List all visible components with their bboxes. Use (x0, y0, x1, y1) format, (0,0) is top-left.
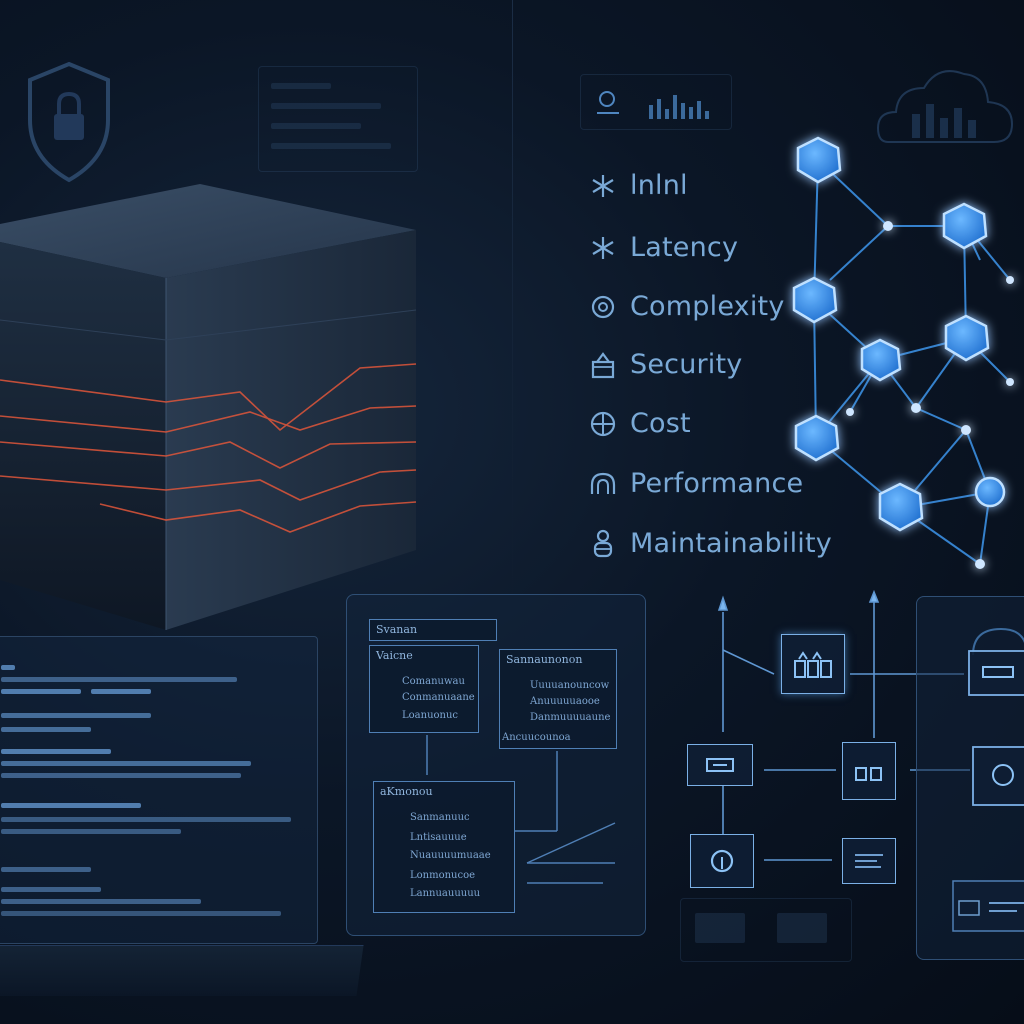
asterisk-icon (588, 171, 618, 201)
schema-connectors (426, 735, 616, 884)
metric-latency: Latency (588, 232, 738, 263)
mini-chart-icon (597, 91, 709, 119)
schema-box-subtitle: Vaicne (376, 649, 413, 662)
lock-icon (588, 350, 618, 380)
metric-label: Complexity (630, 291, 785, 322)
schema-diagram-panel: Svanan Vaicne Comanuwau Conmanuaane Loan… (346, 594, 646, 936)
schema-field: Lannuauuuuu (410, 888, 481, 899)
schema-box-title: aKmonou (380, 785, 433, 798)
metric-security: Security (588, 349, 742, 380)
schema-box-title: Sannaunonon (506, 653, 583, 666)
building-icon (855, 767, 882, 781)
schema-field: Comanuwau (402, 676, 465, 687)
monolith-cube (0, 180, 430, 630)
metric-label: Performance (630, 468, 804, 499)
metric-cost: Cost (588, 408, 691, 439)
service-panel-art (952, 627, 1024, 932)
metric-performance: Performance (588, 468, 803, 499)
laptop-base (0, 945, 364, 996)
metric-top: lnlnl (588, 170, 688, 201)
network-graph (770, 120, 1024, 590)
background-panel (258, 66, 418, 172)
cloud-icon (868, 52, 1018, 152)
schema-field: Danmuuuuaune (530, 712, 611, 723)
flow-node-store[interactable] (690, 834, 754, 888)
schema-box-related: Sannaunonon Uuuuanouncow Anuuuuuaooe Dan… (499, 649, 617, 749)
list-icon (855, 854, 883, 868)
background-chart-panel (580, 74, 732, 130)
plus-circle-icon (588, 409, 618, 439)
metric-label: lnlnl (630, 170, 688, 201)
flow-node-cluster[interactable] (842, 742, 896, 800)
schema-box-entity: Vaicne Comanuwau Conmanuaane Loanuonuc (369, 645, 479, 733)
schema-field: Lntisauuue (410, 832, 467, 843)
person-icon (588, 529, 618, 559)
metric-label: Maintainability (630, 528, 832, 559)
right-service-panel (916, 596, 1024, 960)
metric-label: Latency (630, 232, 739, 263)
schema-field: Conmanuaane (402, 692, 475, 703)
schema-field: Loanuonuc (402, 710, 459, 721)
flow-node-gateway[interactable] (781, 634, 845, 694)
schema-box-title: Svanan (376, 623, 418, 636)
flow-connectors (717, 590, 970, 861)
building-icon (794, 651, 832, 678)
schema-field: Sanmanuuc (410, 812, 470, 823)
center-divider (512, 0, 513, 600)
schema-field: Nuauuuumuaae (410, 850, 491, 861)
schema-field: Anuuuuuaooe (530, 696, 600, 707)
metric-complexity: Complexity (588, 291, 785, 322)
schema-box-header: Svanan (369, 619, 497, 641)
metric-label: Security (630, 349, 743, 380)
schema-field: Lonmonucoe (410, 870, 476, 881)
database-icon (710, 849, 734, 873)
gear-icon (588, 292, 618, 322)
schema-box-detail: aKmonou Sanmanuuc Lntisauuue Nuauuuumuaa… (373, 781, 515, 913)
shield-lock-icon (22, 58, 116, 188)
gauge-icon (588, 469, 618, 499)
flow-node-output[interactable] (842, 838, 896, 884)
metric-label: Cost (630, 408, 691, 439)
schema-field: Uuuuanouncow (530, 680, 610, 691)
asterisk-icon (588, 233, 618, 263)
background-widget (680, 898, 852, 962)
code-editor-panel (0, 636, 318, 944)
metric-maintainability: Maintainability (588, 528, 832, 559)
schema-field: Ancuucounoa (502, 732, 571, 743)
flow-node-service[interactable] (687, 744, 753, 786)
box-icon (706, 758, 734, 772)
